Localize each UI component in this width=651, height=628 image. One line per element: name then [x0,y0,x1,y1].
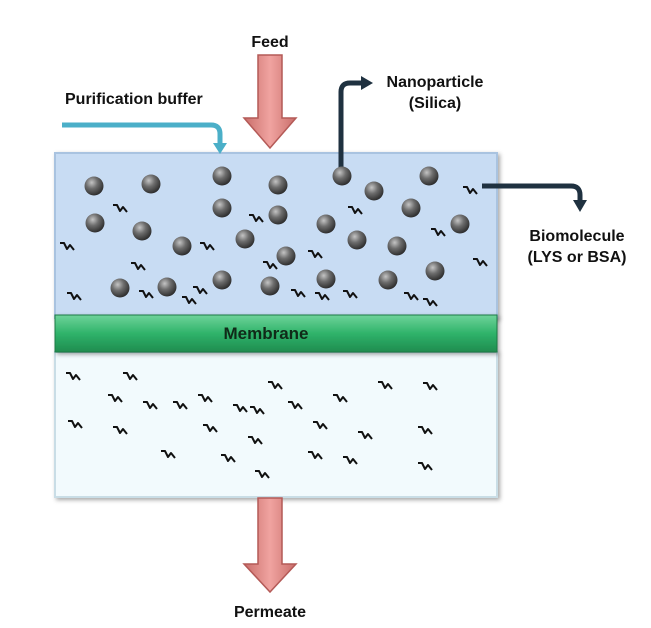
biomolecule [193,286,208,295]
biomolecule [263,261,278,270]
nanoparticle [84,176,104,196]
biomolecule [268,381,283,390]
biomolecule [123,372,138,381]
biomolecule-arrowhead [573,200,587,212]
purification-buffer-label: Purification buffer [65,91,203,108]
nanoparticle [172,236,192,256]
biomolecule [291,289,306,298]
biomolecule [248,436,263,445]
biomolecule [131,262,146,271]
nanoparticle [316,269,336,289]
biomolecule [423,382,438,391]
purification-buffer-arrow [62,122,223,145]
nanoparticle [450,214,470,234]
nanoparticle-label-line2: (Silica) [409,95,461,112]
biomolecule [308,451,323,460]
nanoparticle [157,277,177,297]
biomolecule [255,470,270,479]
biomolecule [161,450,176,459]
nanoparticle [132,221,152,241]
nanoparticle [268,205,288,225]
biomolecule [431,228,446,237]
nanoparticle [141,174,161,194]
biomolecule [200,242,215,251]
biomolecule [343,290,358,299]
biomolecule [404,292,419,301]
nanoparticle [347,230,367,250]
nanoparticle [316,214,336,234]
biomolecule [473,258,488,267]
biomolecule [139,290,154,299]
biomolecule [343,456,358,465]
biomolecule [233,404,248,413]
feed-label: Feed [251,34,288,51]
biomolecule [203,424,218,433]
biomolecules [60,186,488,479]
biomolecule [66,372,81,381]
purification-buffer-arrowhead [213,143,227,154]
biomolecule [68,420,83,429]
biomolecule [418,462,433,471]
membrane-label: Membrane [223,324,308,343]
biomolecule-label: Biomolecule [529,228,624,245]
nanoparticles [84,166,470,298]
nanoparticle [212,270,232,290]
biomolecule-arrow [482,183,583,202]
biomolecule-label-line2: (LYS or BSA) [528,249,627,266]
nanoparticle [401,198,421,218]
biomolecule [423,298,438,307]
nanoparticle-arrow [338,80,363,172]
nanoparticle [419,166,439,186]
biomolecule [182,296,197,305]
biomolecule [313,421,328,430]
biomolecule [173,401,188,410]
nanoparticle [387,236,407,256]
biomolecule [113,426,128,435]
biomolecule [288,401,303,410]
biomolecule [198,394,213,403]
nanoparticle [85,213,105,233]
biomolecule [315,292,330,301]
biomolecule [67,292,82,301]
biomolecule [418,426,433,435]
biomolecule [249,214,264,223]
nanoparticle [212,198,232,218]
biomolecule [221,454,236,463]
nanoparticle [110,278,130,298]
biomolecule [250,406,265,415]
biomolecule [378,381,393,390]
nanoparticle [332,166,352,186]
biomolecule [358,431,373,440]
permeate-arrow [242,497,298,594]
feed-arrow [242,54,298,150]
nanoparticle [425,261,445,281]
biomolecule [333,394,348,403]
biomolecule [60,242,75,251]
nanoparticle [276,246,296,266]
nanoparticle-label: Nanoparticle [387,74,484,91]
nanoparticle [378,270,398,290]
biomolecule [308,250,323,259]
permeate-label: Permeate [234,604,306,621]
nanoparticle-arrowhead [361,76,373,90]
membrane [54,314,498,353]
biomolecule [348,206,363,215]
nanoparticle [235,229,255,249]
nanoparticle [364,181,384,201]
nanoparticle [212,166,232,186]
biomolecule [108,394,123,403]
biomolecule [143,401,158,410]
nanoparticle [268,175,288,195]
nanoparticle [260,276,280,296]
biomolecule [463,186,478,195]
biomolecule [113,204,128,213]
permeate-chamber [54,351,498,498]
